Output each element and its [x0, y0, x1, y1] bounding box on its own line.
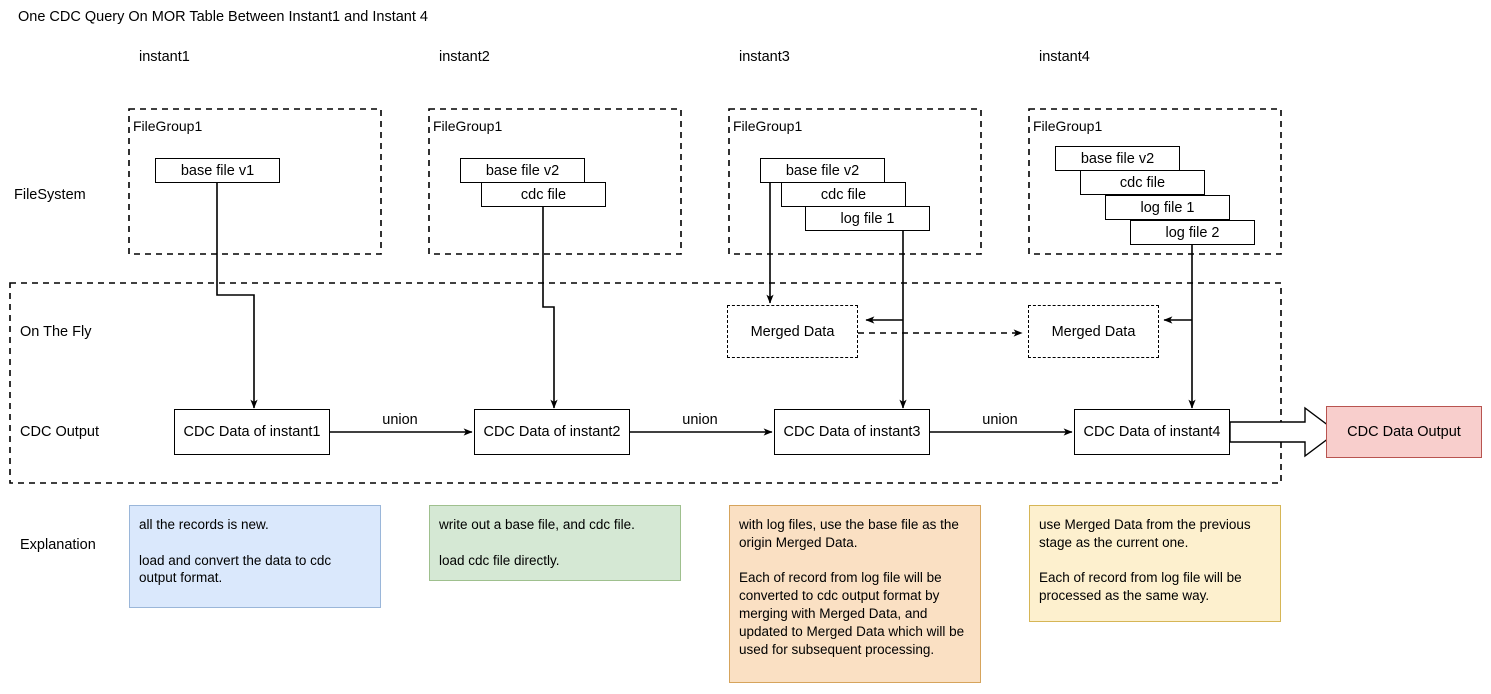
explanation-box-instant4: use Merged Data from the previous stage … [1029, 505, 1281, 622]
filegroup-title-instant1: FileGroup1 [133, 118, 203, 134]
file-box-cdc-file-instant4[interactable]: cdc file [1080, 170, 1205, 195]
row-label-filesystem: FileSystem [14, 187, 86, 203]
flow-instant1-base-to-cdc [216, 182, 258, 409]
processing-container [9, 282, 1282, 484]
filegroup-container-instant2 [428, 108, 682, 255]
filegroup-title-instant4: FileGroup1 [1033, 118, 1103, 134]
merged-data-box-instant4[interactable]: Merged Data [1028, 305, 1159, 358]
file-box-cdc-file-instant2[interactable]: cdc file [481, 182, 606, 207]
file-box-cdc-file-instant3[interactable]: cdc file [781, 182, 906, 207]
row-label-cdc-output: CDC Output [20, 424, 99, 440]
file-box-base-file-v1[interactable]: base file v1 [155, 158, 280, 183]
filegroup-container-instant4 [1028, 108, 1282, 255]
column-header-instant4: instant4 [1039, 49, 1090, 65]
explanation-box-instant3: with log files, use the base file as the… [729, 505, 981, 683]
file-box-log-file-1-instant4[interactable]: log file 1 [1105, 195, 1230, 220]
column-header-instant3: instant3 [739, 49, 790, 65]
union-label-1: union [382, 412, 418, 428]
cdc-data-box-instant1[interactable]: CDC Data of instant1 [174, 409, 330, 455]
cdc-data-box-instant4[interactable]: CDC Data of instant4 [1074, 409, 1230, 455]
union-label-3: union [982, 412, 1018, 428]
page-title: One CDC Query On MOR Table Between Insta… [18, 9, 428, 25]
file-box-base-file-v2-instant3[interactable]: base file v2 [760, 158, 885, 183]
row-label-on-the-fly: On The Fly [20, 324, 92, 340]
file-box-base-file-v2-instant2[interactable]: base file v2 [460, 158, 585, 183]
filegroup-title-instant3: FileGroup1 [733, 118, 803, 134]
file-box-log-file-1-instant3[interactable]: log file 1 [805, 206, 930, 231]
explanation-box-instant2: write out a base file, and cdc file. loa… [429, 505, 681, 581]
filegroup-container-instant1 [128, 108, 382, 255]
merged-data-box-instant3[interactable]: Merged Data [727, 305, 858, 358]
flow-instant2-cdc-to-cdc [542, 206, 558, 409]
filegroup-title-instant2: FileGroup1 [433, 118, 503, 134]
cdc-data-box-instant3[interactable]: CDC Data of instant3 [774, 409, 930, 455]
union-label-2: union [682, 412, 718, 428]
cdc-data-box-instant2[interactable]: CDC Data of instant2 [474, 409, 630, 455]
file-box-base-file-v2-instant4[interactable]: base file v2 [1055, 146, 1180, 171]
column-header-instant2: instant2 [439, 49, 490, 65]
explanation-box-instant1: all the records is new. load and convert… [129, 505, 381, 608]
column-header-instant1: instant1 [139, 49, 190, 65]
flow-block-arrow-output [1229, 406, 1339, 458]
row-label-explanation: Explanation [20, 537, 96, 553]
filegroup-container-instant3 [728, 108, 982, 255]
file-box-log-file-2-instant4[interactable]: log file 2 [1130, 220, 1255, 245]
cdc-data-output-box[interactable]: CDC Data Output [1326, 406, 1482, 458]
